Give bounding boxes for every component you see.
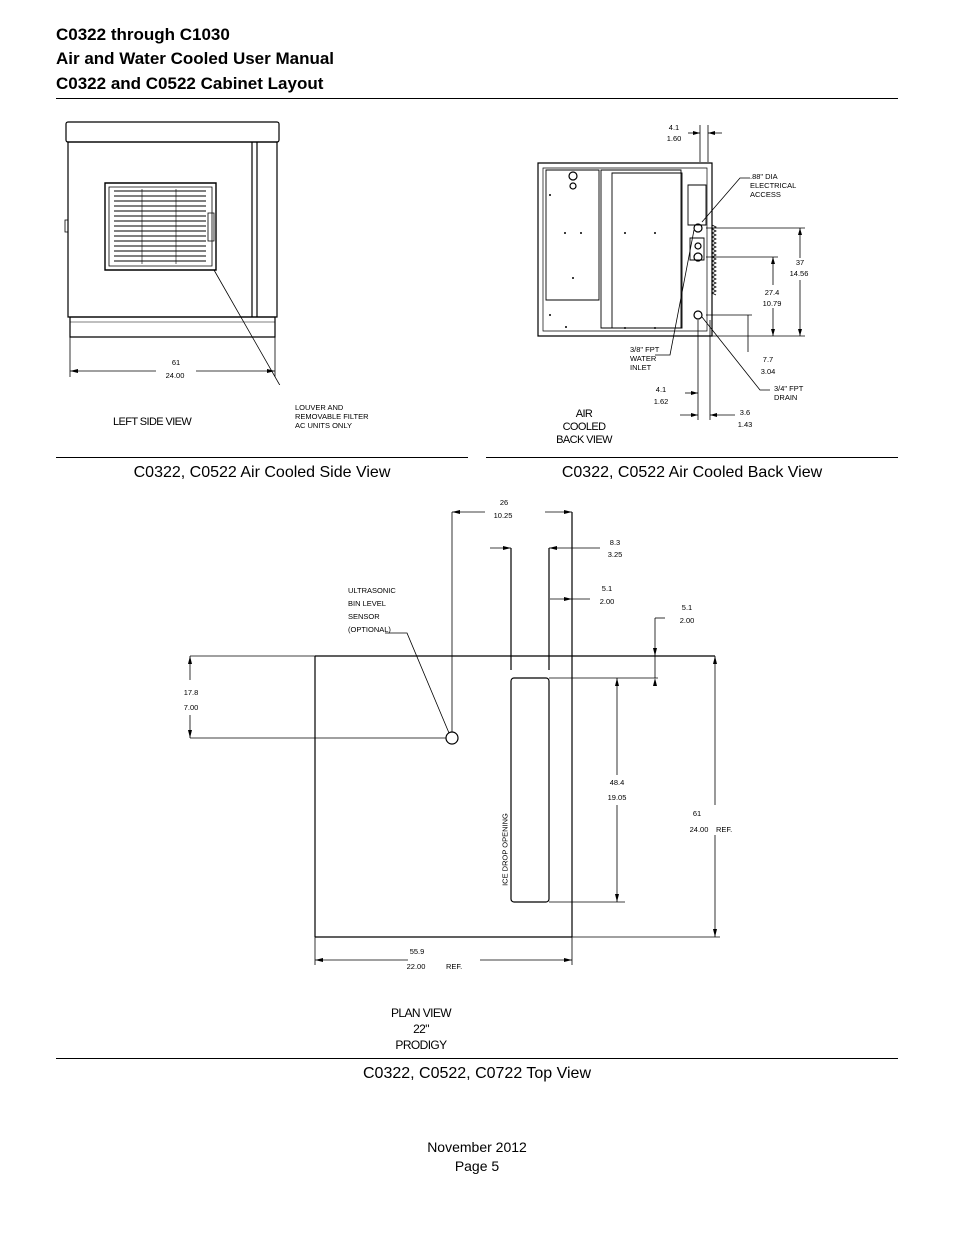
louver-note-line2: REMOVABLE FILTER bbox=[295, 412, 369, 421]
header-rule bbox=[56, 98, 898, 99]
side-view-title: LEFT SIDE VIEW bbox=[113, 416, 192, 428]
back-view-title-line1: AIR COOLED bbox=[562, 408, 606, 433]
sensor-note-line3: SENSOR bbox=[348, 612, 380, 621]
water-inlet-note-line2: WATER bbox=[630, 354, 657, 363]
drain-note-line2: DRAIN bbox=[774, 393, 798, 402]
plan-dim-26-in: 10.25 bbox=[493, 511, 513, 520]
electrical-note-line2: ELECTRICAL bbox=[750, 181, 797, 190]
plan-ref-label2: REF. bbox=[446, 962, 463, 971]
doc-title-line1: C0322 through C1030 bbox=[56, 25, 230, 44]
plan-view-rule bbox=[56, 1058, 898, 1059]
plan-dim-559-in: 22.00 bbox=[406, 962, 426, 971]
side-dim-in: 24.00 bbox=[165, 371, 185, 380]
plan-view-caption: C0322, C0522, C0722 Top View bbox=[362, 1065, 591, 1082]
back-dim-274-in: 10.79 bbox=[762, 299, 782, 308]
electrical-note-line3: ACCESS bbox=[750, 190, 781, 199]
sensor-note-line2: BIN LEVEL bbox=[348, 599, 386, 608]
water-inlet-note-line3: INLET bbox=[630, 363, 652, 372]
electrical-note-line1: .88" DIA bbox=[750, 172, 778, 181]
plan-ref-label: REF. bbox=[716, 825, 733, 834]
electrical-note: .88" DIA ELECTRICAL ACCESS bbox=[750, 172, 796, 199]
plan-dim-51a-in: 2.00 bbox=[599, 597, 615, 606]
back-view-rule bbox=[486, 457, 898, 458]
plan-dim-51b-in: 2.00 bbox=[679, 616, 695, 625]
back-dim-36-cm: 3.6 bbox=[739, 408, 751, 417]
plan-dim-484-in: 19.05 bbox=[607, 793, 627, 802]
drain-note: 3/4" FPT DRAIN bbox=[774, 384, 803, 402]
plan-dim-26-cm: 26 bbox=[499, 498, 509, 507]
louver-note-line3: AC UNITS ONLY bbox=[295, 421, 352, 430]
plan-view-drawing bbox=[188, 510, 760, 980]
plan-dim-51b-cm: 5.1 bbox=[681, 603, 693, 612]
sensor-note: ULTRASONIC BIN LEVEL SENSOR (OPTIONAL) bbox=[348, 584, 396, 636]
plan-dim-178-cm: 17.8 bbox=[183, 688, 199, 697]
side-view-caption: C0322, C0522 Air Cooled Side View bbox=[133, 464, 391, 481]
back-view-title: AIR COOLED BACK VIEW bbox=[556, 408, 612, 447]
louver-note-line1: LOUVER AND bbox=[295, 403, 344, 412]
plan-view-title-line2: 22" PRODIGY bbox=[395, 1022, 447, 1052]
back-view-drawing bbox=[530, 120, 820, 430]
plan-dim-51a-cm: 5.1 bbox=[601, 584, 613, 593]
plan-dim-484-cm: 48.4 bbox=[609, 778, 625, 787]
drain-note-line1: 3/4" FPT bbox=[774, 384, 804, 393]
back-view-caption: C0322, C0522 Air Cooled Back View bbox=[561, 464, 823, 481]
back-dim-77-cm: 7.7 bbox=[762, 355, 774, 364]
side-view-drawing bbox=[56, 115, 356, 385]
side-view-rule bbox=[56, 457, 468, 458]
sensor-note-line1: ULTRASONIC bbox=[348, 586, 396, 595]
plan-dim-83-in: 3.25 bbox=[607, 550, 623, 559]
page-title: C0322 and C0522 Cabinet Layout bbox=[56, 74, 324, 93]
back-dim-37-in: 14.56 bbox=[789, 269, 809, 278]
page-number: Page 5 bbox=[454, 1158, 500, 1174]
back-dim-41b-cm: 4.1 bbox=[655, 385, 667, 394]
plan-dim-178-in: 7.00 bbox=[183, 703, 199, 712]
back-dim-41b-in: 1.62 bbox=[653, 397, 669, 406]
water-inlet-note-line1: 3/8" FPT bbox=[630, 345, 660, 354]
ice-drop-opening-label: ICE DROP OPENING bbox=[500, 813, 510, 886]
plan-view-title-line1: PLAN VIEW bbox=[391, 1006, 452, 1020]
footer-date: November 2012 bbox=[427, 1139, 527, 1155]
plan-dim-61-cm: 61 bbox=[692, 809, 702, 818]
back-dim-36-in: 1.43 bbox=[737, 420, 753, 429]
plan-view-title: PLAN VIEW 22" PRODIGY bbox=[388, 1005, 454, 1053]
back-top-dim-cm: 4.1 bbox=[668, 123, 680, 132]
side-dim-cm: 61 bbox=[171, 358, 181, 367]
back-dim-274-cm: 27.4 bbox=[764, 288, 780, 297]
back-dim-37-cm: 37 bbox=[795, 258, 805, 267]
doc-title-line2: Air and Water Cooled User Manual bbox=[56, 49, 335, 68]
plan-dim-83-cm: 8.3 bbox=[609, 538, 621, 547]
sensor-note-line4: (OPTIONAL) bbox=[348, 625, 391, 634]
plan-dim-61-in: 24.00 bbox=[689, 825, 709, 834]
louver-note: LOUVER AND REMOVABLE FILTER AC UNITS ONL… bbox=[295, 403, 369, 430]
plan-dim-559-cm: 55.9 bbox=[409, 947, 425, 956]
water-inlet-note: 3/8" FPT WATER INLET bbox=[630, 345, 659, 372]
back-dim-77-in: 3.04 bbox=[760, 367, 776, 376]
back-view-title-line2: BACK VIEW bbox=[556, 434, 612, 446]
back-top-dim-in: 1.60 bbox=[666, 134, 682, 143]
